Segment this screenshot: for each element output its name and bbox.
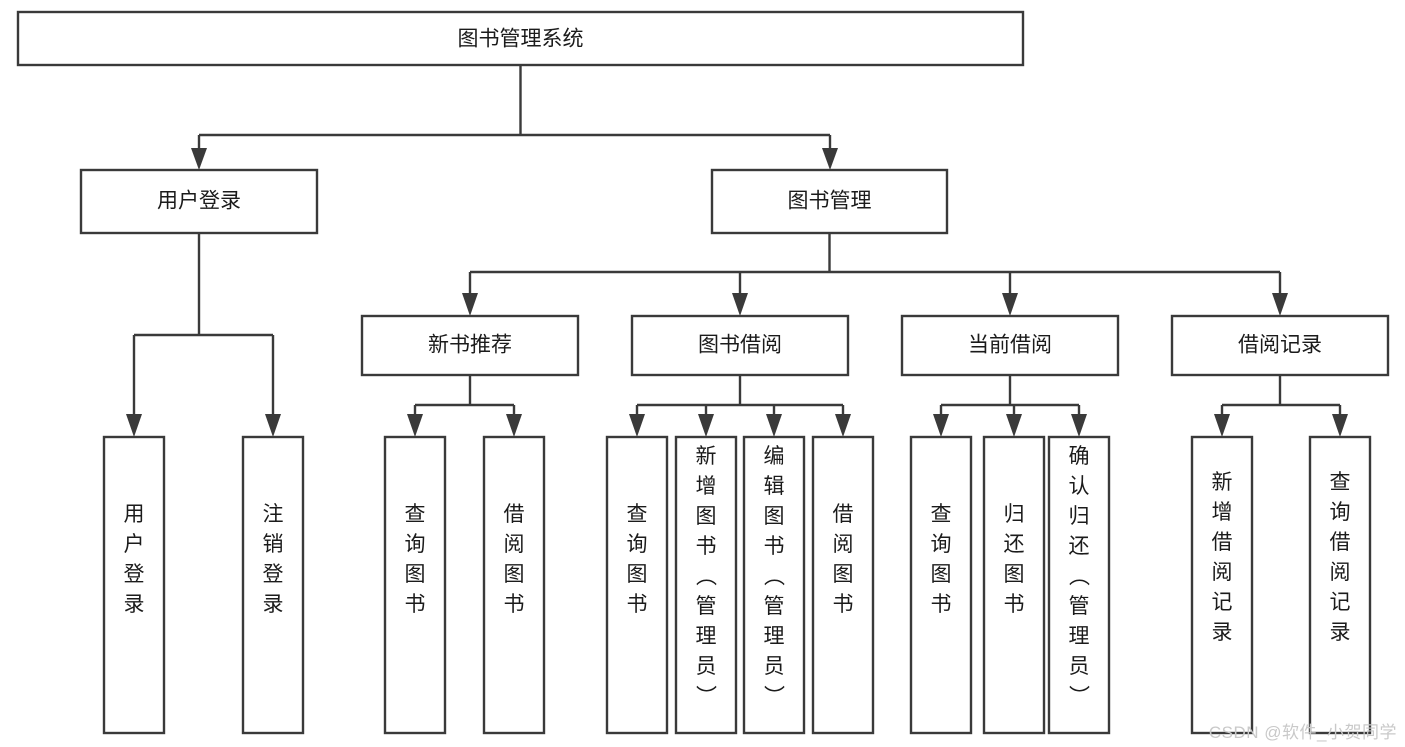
leaf-label: 查询图书: [405, 503, 426, 616]
leaf-box[interactable]: [811, 435, 875, 735]
arrow-record-c2: [1332, 414, 1348, 437]
arrow-newbook-c1: [407, 414, 423, 437]
leaf-label: 编辑图书（管理员）: [764, 445, 786, 708]
arrow-borrow-c4: [835, 414, 851, 437]
node-book-borrow-box[interactable]: [630, 314, 850, 377]
arrow-to-user-login: [191, 148, 207, 170]
leaf-label: 注销登录: [263, 503, 284, 616]
leaf-box[interactable]: [909, 435, 973, 735]
leaf-label: 借阅图书: [833, 503, 854, 616]
leaf-node[interactable]: 查询图书: [383, 435, 447, 735]
node-borrow-record[interactable]: 借阅记录: [1170, 314, 1390, 377]
arrow-to-book-mgmt: [822, 148, 838, 170]
arrow-user-login-c1: [126, 414, 142, 437]
leaf-box[interactable]: [605, 435, 669, 735]
node-borrow-record-label: 借阅记录: [1238, 334, 1322, 357]
leaf-label: 查询图书: [627, 503, 648, 616]
arrow-current-c1: [933, 414, 949, 437]
leaf-box[interactable]: [1190, 435, 1254, 735]
node-book-management-label: 图书管理: [788, 190, 872, 213]
leaf-node[interactable]: 查询借阅记录: [1308, 435, 1372, 735]
leaf-box[interactable]: [1308, 435, 1372, 735]
leaf-node[interactable]: 借阅图书: [482, 435, 546, 735]
leaf-box[interactable]: [102, 435, 166, 735]
arrow-borrow-c1: [629, 414, 645, 437]
leaf-label: 归还图书: [1004, 503, 1025, 616]
arrow-borrow-c3: [766, 414, 782, 437]
leaf-box[interactable]: [1047, 435, 1111, 735]
leaf-node[interactable]: 新增图书（管理员）: [674, 435, 738, 735]
arrow-borrow-c2: [698, 414, 714, 437]
node-new-book-recommend-box[interactable]: [360, 314, 580, 377]
leaf-box[interactable]: [241, 435, 305, 735]
leaf-box[interactable]: [674, 435, 738, 735]
leaf-box[interactable]: [742, 435, 806, 735]
node-book-management[interactable]: 图书管理: [710, 168, 949, 235]
leaf-node[interactable]: 查询图书: [909, 435, 973, 735]
node-current-borrow[interactable]: 当前借阅: [900, 314, 1120, 377]
leaf-layer: 用户登录 注销登录 查询图书 借阅图书 查询图书 新增图书（管理员）: [102, 435, 1372, 735]
leaf-box[interactable]: [482, 435, 546, 735]
leaf-node[interactable]: 编辑图书（管理员）: [742, 435, 806, 735]
leaf-node[interactable]: 借阅图书: [811, 435, 875, 735]
node-book-borrow[interactable]: 图书借阅: [630, 314, 850, 377]
arrow-newbook-c2: [506, 414, 522, 437]
leaf-label: 用户登录: [124, 503, 145, 616]
node-new-book-recommend[interactable]: 新书推荐: [360, 314, 580, 377]
node-book-borrow-label: 图书借阅: [698, 334, 782, 357]
leaf-label: 确认归还（管理员）: [1069, 445, 1091, 708]
arrow-to-newbook: [462, 293, 478, 316]
arrow-to-record: [1272, 293, 1288, 316]
arrow-user-login-c2: [265, 414, 281, 437]
leaf-label: 查询借阅记录: [1330, 471, 1351, 644]
arrow-to-borrow: [732, 293, 748, 316]
leaf-label: 新增借阅记录: [1212, 471, 1233, 644]
leaf-box[interactable]: [383, 435, 447, 735]
node-root-label: 图书管理系统: [458, 28, 584, 51]
arrow-to-current: [1002, 293, 1018, 316]
node-user-login-box[interactable]: [79, 168, 319, 235]
leaf-node[interactable]: 查询图书: [605, 435, 669, 735]
node-current-borrow-box[interactable]: [900, 314, 1120, 377]
leaf-node[interactable]: 确认归还（管理员）: [1047, 435, 1111, 735]
arrow-current-c2: [1006, 414, 1022, 437]
node-root[interactable]: 图书管理系统: [16, 10, 1025, 67]
node-new-book-recommend-label: 新书推荐: [428, 334, 512, 357]
leaf-label: 借阅图书: [504, 503, 525, 616]
leaf-node[interactable]: 新增借阅记录: [1190, 435, 1254, 735]
arrow-record-c1: [1214, 414, 1230, 437]
arrow-current-c3: [1071, 414, 1087, 437]
node-book-management-box[interactable]: [710, 168, 949, 235]
node-user-login[interactable]: 用户登录: [79, 168, 319, 235]
node-borrow-record-box[interactable]: [1170, 314, 1390, 377]
csdn-watermark: CSDN @软件_小贺同学: [1208, 723, 1397, 742]
leaf-label: 新增图书（管理员）: [696, 445, 718, 708]
leaf-node[interactable]: 用户登录: [102, 435, 166, 735]
node-root-box[interactable]: [16, 10, 1025, 67]
connector-layer: [126, 65, 1348, 437]
leaf-node[interactable]: 归还图书: [982, 435, 1046, 735]
leaf-node[interactable]: 注销登录: [241, 435, 305, 735]
node-current-borrow-label: 当前借阅: [968, 334, 1052, 357]
leaf-box[interactable]: [982, 435, 1046, 735]
leaf-label: 查询图书: [931, 503, 952, 616]
node-user-login-label: 用户登录: [157, 190, 241, 213]
